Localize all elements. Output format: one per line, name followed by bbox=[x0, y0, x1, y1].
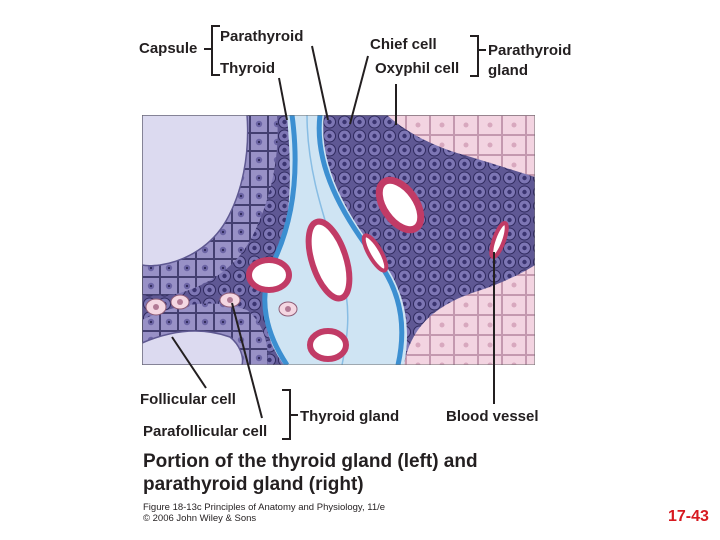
figure-credit-line-2: © 2006 John Wiley & Sons bbox=[143, 513, 257, 524]
parathyroid-gland-label-line2: gland bbox=[488, 62, 528, 79]
thyroid-gland-bracket bbox=[282, 389, 291, 440]
parafollicular-cell-label: Parafollicular cell bbox=[143, 423, 268, 440]
capsule-bracket bbox=[211, 25, 220, 76]
thyroid-gland-label: Thyroid gland bbox=[300, 408, 400, 425]
chief-cell-label: Chief cell bbox=[370, 36, 437, 53]
parathyroid-leader bbox=[311, 45, 329, 121]
blood-vessel bbox=[246, 257, 292, 293]
parathyroid-gland-label-line1: Parathyroid bbox=[488, 42, 572, 59]
blood-vessel bbox=[305, 218, 353, 302]
thyroid-colloid-lower bbox=[142, 330, 244, 365]
blood-vessel bbox=[375, 176, 425, 234]
parathyroid-label: Parathyroid bbox=[220, 28, 304, 45]
parafollicular-cell-leader bbox=[231, 302, 263, 419]
oxyphil-cell-label: Oxyphil cell bbox=[375, 60, 460, 77]
blood-vessel-label: Blood vessel bbox=[446, 408, 539, 425]
blood-vessel bbox=[361, 233, 389, 273]
follicular-cell-leader bbox=[171, 336, 207, 389]
follicular-cell-label: Follicular cell bbox=[140, 391, 236, 408]
parathyroid-gland-bracket bbox=[470, 35, 479, 77]
figure-caption: Portion of the thyroid gland (left) and … bbox=[143, 451, 478, 497]
oxyphil-region-bottom bbox=[404, 265, 535, 365]
blood-vessel bbox=[307, 328, 349, 362]
histology-illustration bbox=[142, 115, 535, 365]
chief-cell-leader bbox=[349, 55, 369, 125]
figure-credit-line-1: Figure 18-13c Principles of Anatomy and … bbox=[143, 502, 386, 513]
caption-line-1: Portion of the thyroid gland (left) and bbox=[143, 451, 478, 472]
blood-vessel bbox=[489, 220, 509, 260]
caption-line-2: parathyroid gland (right) bbox=[143, 473, 364, 495]
thyroid-leader bbox=[278, 77, 288, 121]
thyroid-label: Thyroid bbox=[220, 60, 275, 77]
capsule-label: Capsule bbox=[139, 40, 198, 57]
slide-number: 17-43 bbox=[668, 508, 709, 525]
thyroid-colloid bbox=[142, 115, 249, 267]
oxyphil-region-top bbox=[387, 115, 535, 177]
